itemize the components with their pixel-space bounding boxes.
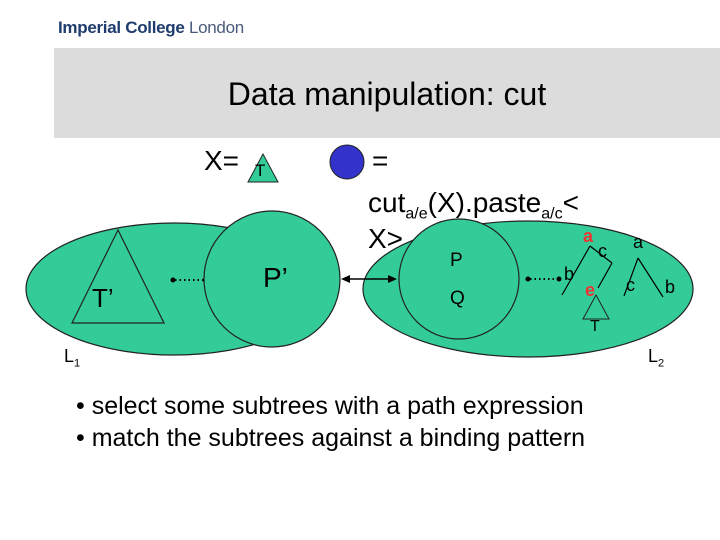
- formula-paste: ).paste: [455, 187, 542, 218]
- t-prime-label: T’: [92, 283, 114, 313]
- blue-circle: [329, 144, 365, 180]
- tree-label-b-left: b: [564, 264, 575, 284]
- bullet-item: • match the subtrees against a binding p…: [76, 424, 586, 452]
- tree-label-c-top: c: [598, 241, 607, 261]
- right-link-dot-b: [556, 276, 562, 282]
- title-band: Data manipulation: cut: [54, 48, 720, 138]
- formula-cut: cut: [368, 187, 406, 218]
- formula-x-prefix: X=: [204, 145, 240, 176]
- formula-cut-sub: a/e: [405, 205, 428, 223]
- left-link-dot-a: [170, 277, 176, 283]
- college-logo: Imperial College London: [58, 18, 244, 38]
- formula-equals: =: [372, 145, 389, 176]
- l2-sub: 2: [658, 357, 665, 370]
- formula-lt: <: [562, 187, 579, 218]
- tree-label-a-top: a: [633, 232, 644, 252]
- x-triangle: [247, 152, 279, 183]
- formula-x-end: X>: [368, 223, 404, 254]
- l1-letter: L: [64, 346, 75, 366]
- t-sub-triangle: [582, 293, 610, 320]
- tree-edge: [597, 262, 613, 289]
- l2-label: L2: [648, 346, 664, 370]
- tree-label-e-red: e: [585, 280, 596, 300]
- transfer-arrow-left-head: [341, 275, 350, 283]
- right-link-dot-a: [525, 276, 531, 282]
- formula-paste-sub: a/c: [541, 205, 563, 223]
- formula-cut-line: cuta/e(X).pastea/c<: [368, 187, 579, 224]
- transfer-arrow-right-head: [388, 275, 397, 283]
- tree-edge: [589, 245, 613, 264]
- formula-x-tri-label: T: [255, 161, 266, 180]
- tree-label-c-mid: c: [626, 275, 635, 295]
- l1-label: L1: [64, 346, 80, 370]
- formula-cut-arg: X: [436, 187, 456, 218]
- logo-bold: Imperial College: [58, 18, 185, 37]
- pq-node: [398, 218, 520, 340]
- slide-title: Data manipulation: cut: [227, 76, 547, 112]
- l2-letter: L: [648, 346, 659, 366]
- logo-light: London: [188, 18, 244, 37]
- p-label: P: [450, 250, 463, 271]
- t-prime-triangle: [71, 228, 165, 324]
- formula-cut-open: (: [427, 187, 437, 218]
- p-prime-node: [203, 210, 341, 348]
- q-label: Q: [450, 288, 465, 309]
- l1-sub: 1: [74, 357, 81, 370]
- tree-edge: [561, 245, 591, 296]
- tree-label-t-bottom: T: [590, 318, 600, 335]
- bullet-item: • select some subtrees with a path expre…: [76, 392, 584, 420]
- tree-edge: [623, 257, 639, 297]
- p-prime-label: P’: [263, 262, 288, 293]
- tree-edge: [637, 257, 664, 298]
- tree-label-b-right: b: [665, 277, 676, 297]
- tree-label-a-red: a: [583, 226, 594, 246]
- bullet-list: • select some subtrees with a path expre…: [76, 390, 585, 454]
